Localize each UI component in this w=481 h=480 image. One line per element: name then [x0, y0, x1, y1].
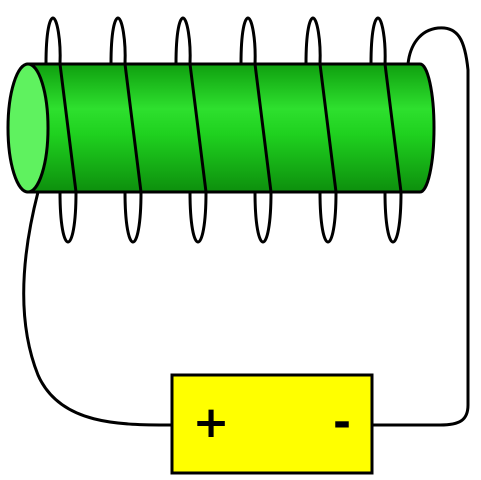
coil-loop-bottom	[58, 190, 78, 244]
core-end-cap	[6, 62, 50, 194]
right-lead-wire	[370, 26, 470, 427]
coil-loop-top	[44, 16, 62, 66]
coil-loop-top	[174, 16, 192, 66]
battery-positive-terminal-label: +	[193, 397, 230, 448]
coil-back-loops	[44, 16, 403, 244]
battery: + -	[170, 373, 374, 475]
core-body	[26, 62, 436, 194]
coil-winding-front	[253, 62, 273, 194]
battery-body	[170, 373, 374, 475]
coil-loop-bottom	[188, 190, 208, 244]
iron-core	[6, 62, 436, 194]
left-lead-wire	[22, 190, 174, 427]
coil-loop-top	[239, 16, 257, 66]
coil-loop-bottom	[253, 190, 273, 244]
battery-negative-terminal-label: -	[333, 397, 351, 448]
coil-loop-top	[369, 16, 387, 66]
coil-winding-front	[383, 62, 403, 194]
coil-loop-bottom	[383, 190, 403, 244]
coil-winding-front	[318, 62, 338, 194]
coil-front-loops	[58, 62, 403, 194]
coil-loop-bottom	[123, 190, 143, 244]
coil-loop-top	[304, 16, 322, 66]
coil-winding-front	[188, 62, 208, 194]
coil-winding-front	[58, 62, 78, 194]
coil-loop-top	[109, 16, 127, 66]
coil-loop-bottom	[318, 190, 338, 244]
coil-winding-front	[123, 62, 143, 194]
